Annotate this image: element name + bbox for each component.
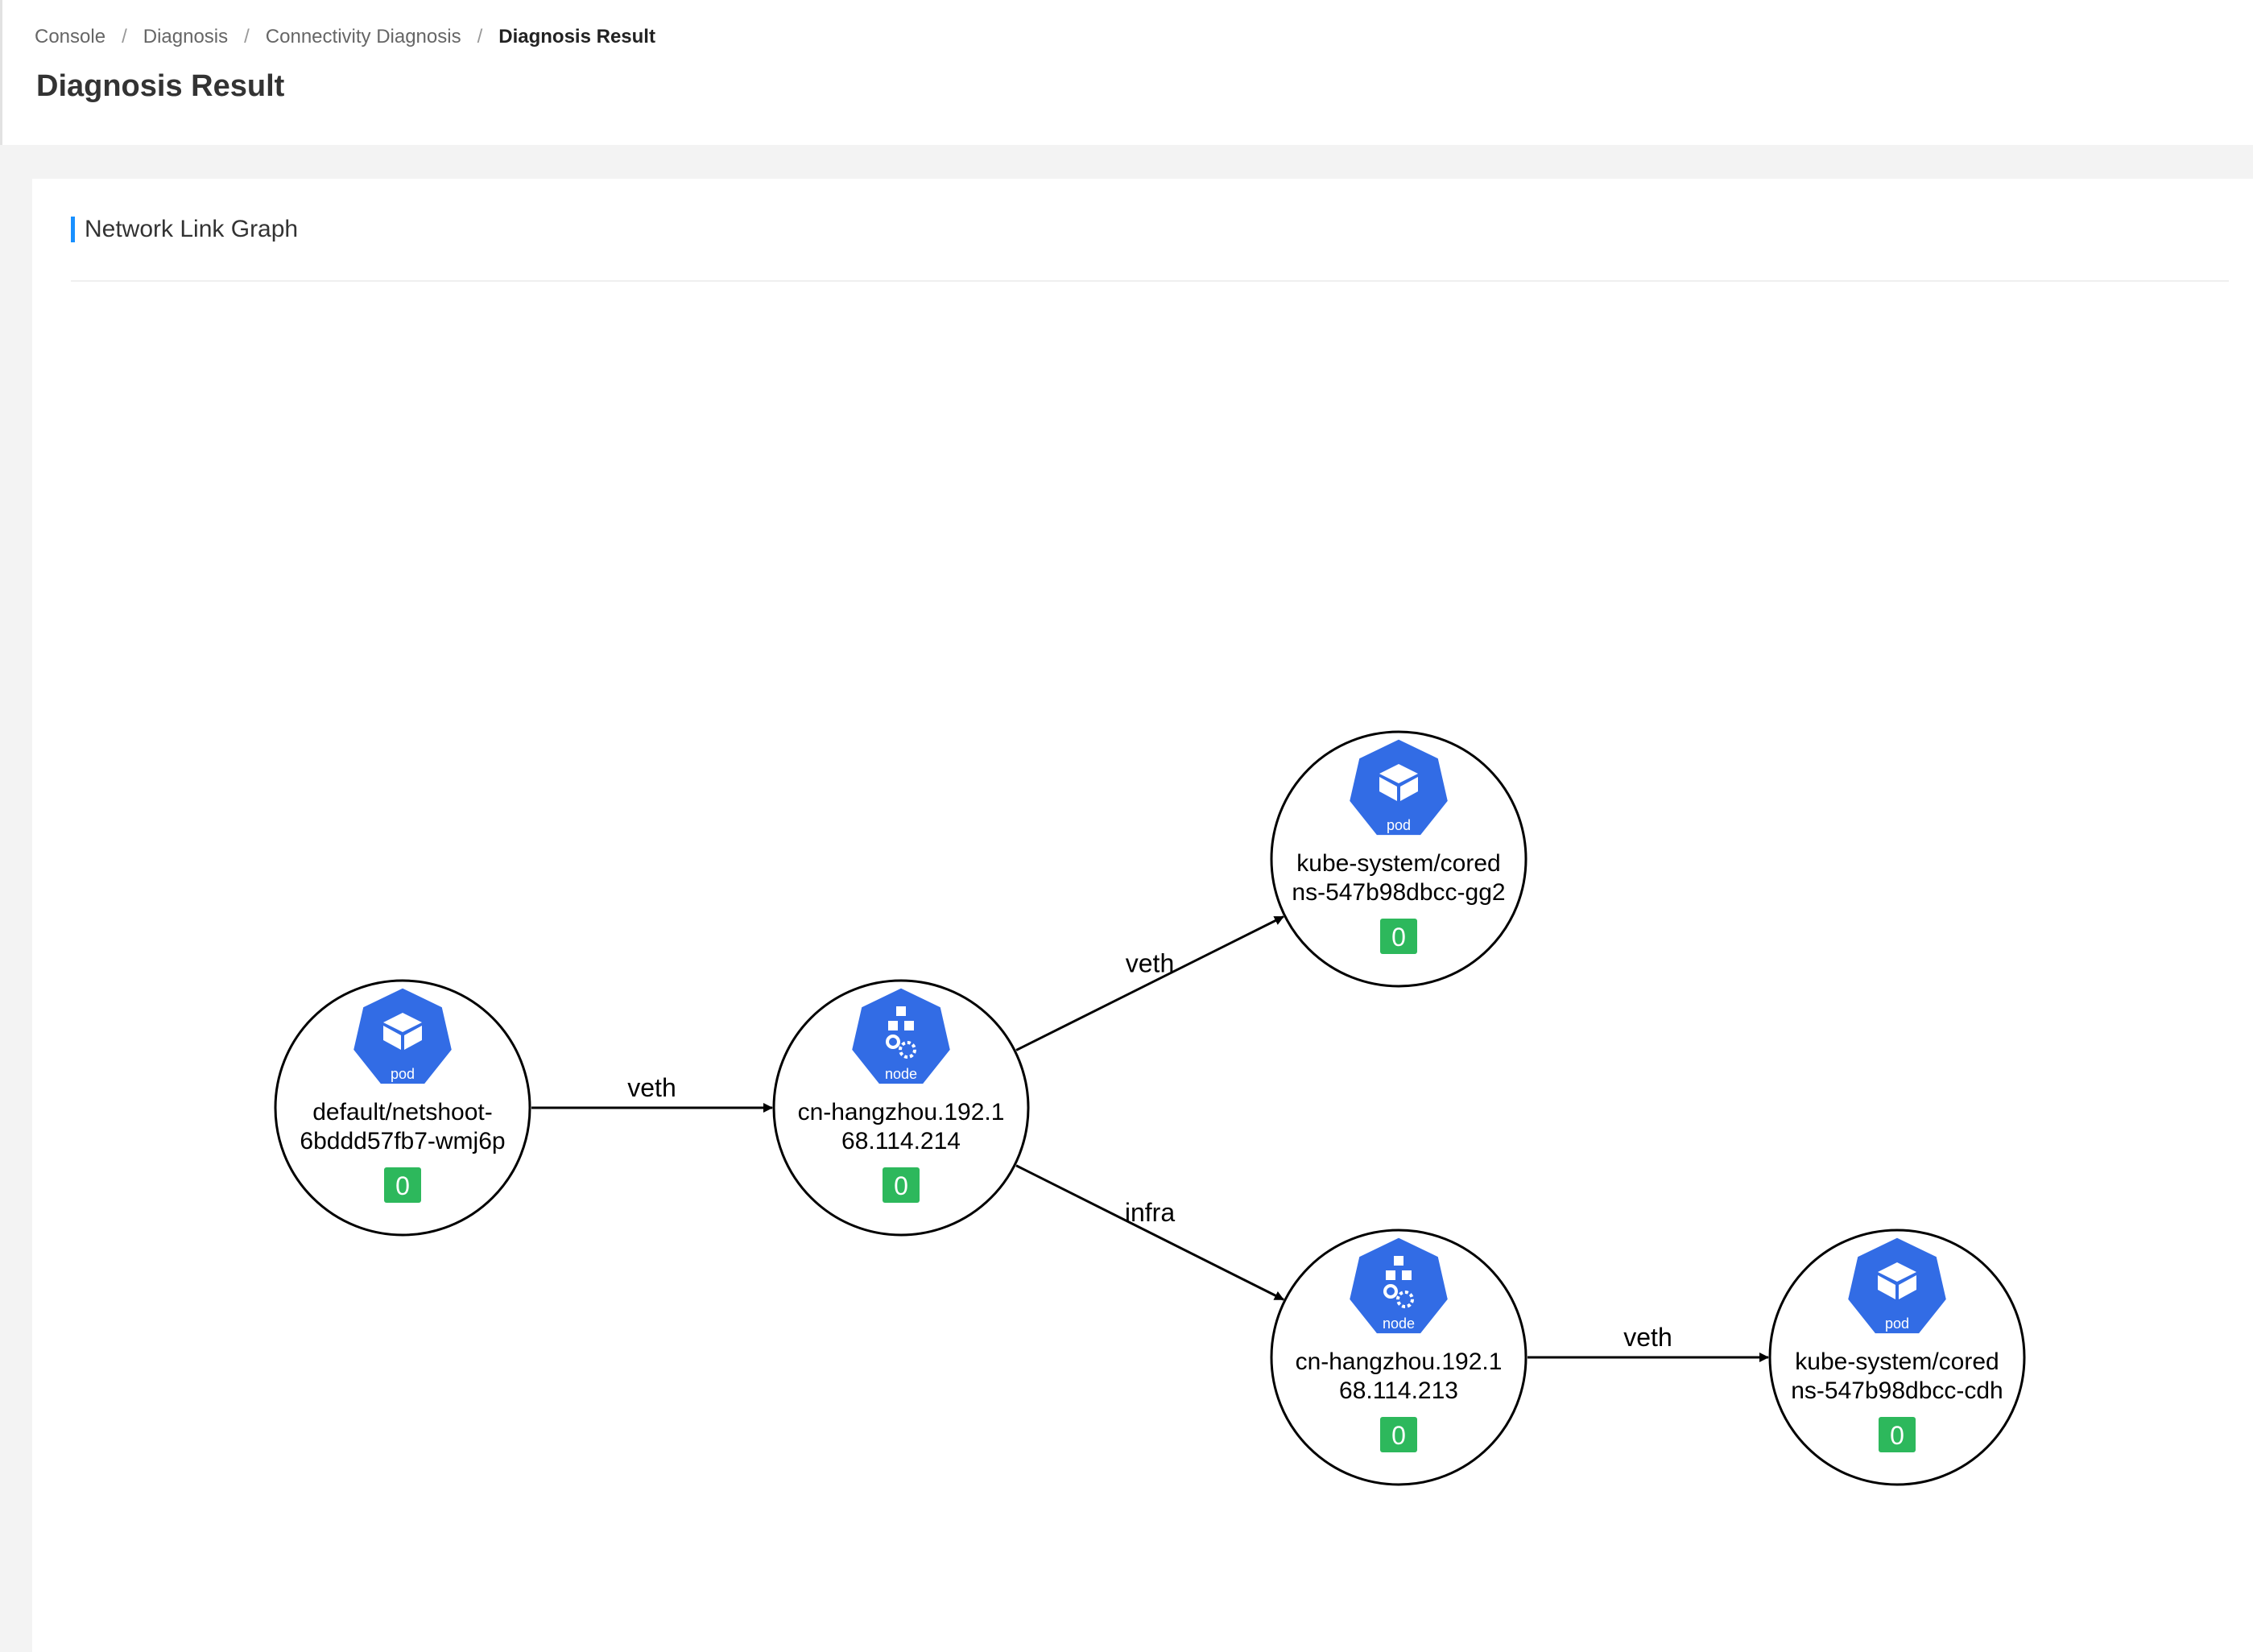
node-name-line2: ns-547b98dbcc-cdh bbox=[1791, 1377, 2003, 1404]
count-badge bbox=[1380, 919, 1417, 954]
edge-label: veth bbox=[1126, 949, 1174, 978]
page-title: Diagnosis Result bbox=[36, 69, 285, 103]
node-name-line1: default/netshoot- bbox=[312, 1099, 493, 1125]
breadcrumb-separator: / bbox=[122, 26, 127, 47]
node-type-label: pod bbox=[1885, 1315, 1909, 1332]
breadcrumb: Console / Diagnosis / Connectivity Diagn… bbox=[35, 26, 655, 48]
edge-label: veth bbox=[1623, 1323, 1672, 1352]
breadcrumb-separator: / bbox=[477, 26, 483, 47]
node-icon: node bbox=[849, 985, 953, 1087]
count-badge-value: 0 bbox=[395, 1171, 410, 1200]
edge-label: infra bbox=[1125, 1198, 1175, 1227]
breadcrumb-separator: / bbox=[244, 26, 250, 47]
graph-node-node[interactable]: node cn-hangzhou.192.1 68.114.214 0 bbox=[772, 979, 1030, 1237]
count-badge bbox=[883, 1167, 920, 1203]
panel-divider bbox=[71, 280, 2229, 282]
graph-edge[interactable]: veth bbox=[1015, 915, 1284, 1051]
node-type-label: node bbox=[885, 1066, 917, 1082]
edge-line bbox=[1015, 915, 1284, 1051]
node-name-line1: cn-hangzhou.192.1 bbox=[798, 1099, 1005, 1125]
count-badge bbox=[1380, 1417, 1417, 1452]
node-name-line1: cn-hangzhou.192.1 bbox=[1296, 1348, 1503, 1375]
node-name-line2: 68.114.213 bbox=[1339, 1377, 1458, 1404]
node-name-line2: 68.114.214 bbox=[841, 1128, 961, 1154]
node-name-line1: kube-system/cored bbox=[1795, 1348, 1999, 1375]
edge-line bbox=[1015, 1164, 1284, 1301]
node-type-label: pod bbox=[1387, 817, 1411, 833]
node-name-line2: 6bddd57fb7-wmj6p bbox=[300, 1128, 505, 1154]
graph-edge[interactable]: veth bbox=[1527, 1323, 1769, 1362]
panel-title: Network Link Graph bbox=[85, 216, 299, 242]
page-header: Console / Diagnosis / Connectivity Diagn… bbox=[0, 0, 2253, 145]
edge-label: veth bbox=[627, 1073, 676, 1102]
node-name-line1: kube-system/cored bbox=[1296, 850, 1500, 877]
count-badge-value: 0 bbox=[1391, 1421, 1406, 1450]
node-icon: node bbox=[1346, 1235, 1451, 1336]
node-circle bbox=[1768, 1229, 2026, 1486]
graph-edge[interactable]: infra bbox=[1015, 1164, 1284, 1301]
breadcrumb-diagnosis-result: Diagnosis Result bbox=[498, 26, 655, 47]
node-circle bbox=[1270, 1229, 1527, 1486]
graph-node-pod[interactable]: pod default/netshoot- 6bddd57fb7-wmj6p 0 bbox=[274, 979, 531, 1237]
graph-edge[interactable]: veth bbox=[531, 1073, 773, 1113]
node-name-line2: ns-547b98dbcc-gg2 bbox=[1292, 879, 1505, 906]
node-circle bbox=[772, 979, 1030, 1237]
pod-icon: pod bbox=[1346, 737, 1451, 838]
count-badge-value: 0 bbox=[894, 1171, 908, 1200]
node-type-label: pod bbox=[391, 1066, 415, 1082]
count-badge bbox=[1879, 1417, 1916, 1452]
node-type-label: node bbox=[1383, 1315, 1415, 1332]
count-badge bbox=[384, 1167, 421, 1203]
network-link-panel: Network Link Graph bbox=[32, 179, 2253, 1652]
graph-node-node[interactable]: node cn-hangzhou.192.168.114.213 0 bbox=[1270, 1229, 1527, 1486]
breadcrumb-connectivity-diagnosis[interactable]: Connectivity Diagnosis bbox=[265, 26, 461, 47]
pod-icon: pod bbox=[350, 985, 455, 1087]
count-badge-value: 0 bbox=[1890, 1421, 1904, 1450]
node-circle bbox=[1270, 730, 1527, 988]
panel-header: Network Link Graph bbox=[71, 216, 298, 243]
count-badge-value: 0 bbox=[1391, 923, 1406, 952]
node-circle bbox=[274, 979, 531, 1237]
panel-accent-bar bbox=[71, 217, 75, 242]
pod-icon: pod bbox=[1845, 1235, 1949, 1336]
breadcrumb-console[interactable]: Console bbox=[35, 26, 106, 47]
breadcrumb-diagnosis[interactable]: Diagnosis bbox=[143, 26, 229, 47]
